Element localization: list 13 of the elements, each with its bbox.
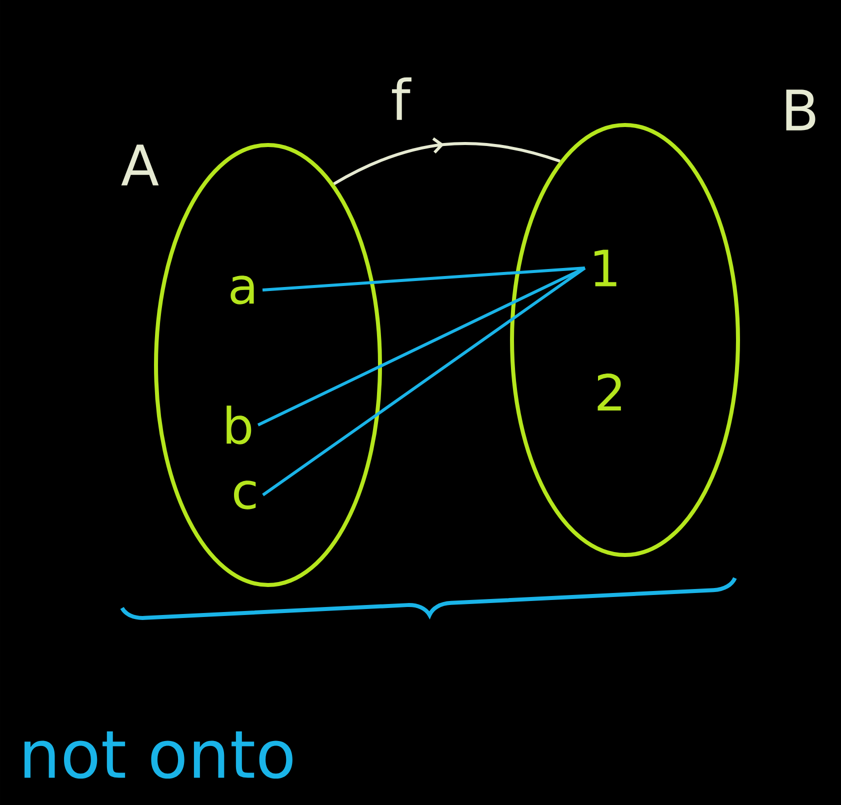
node-label: A <box>121 144 159 186</box>
set-element: 2 <box>598 373 621 411</box>
connector-line <box>333 137 560 186</box>
connector-line <box>257 266 586 426</box>
set-element: c <box>234 480 256 510</box>
connector-line <box>262 266 586 496</box>
set-element: a <box>230 276 254 304</box>
edge-label: f <box>392 77 412 120</box>
connector-line <box>262 266 585 292</box>
set-element: 1 <box>594 250 616 286</box>
caption-text: not onto <box>24 731 292 779</box>
set-element: b <box>226 406 252 444</box>
node-label: B <box>786 90 816 130</box>
